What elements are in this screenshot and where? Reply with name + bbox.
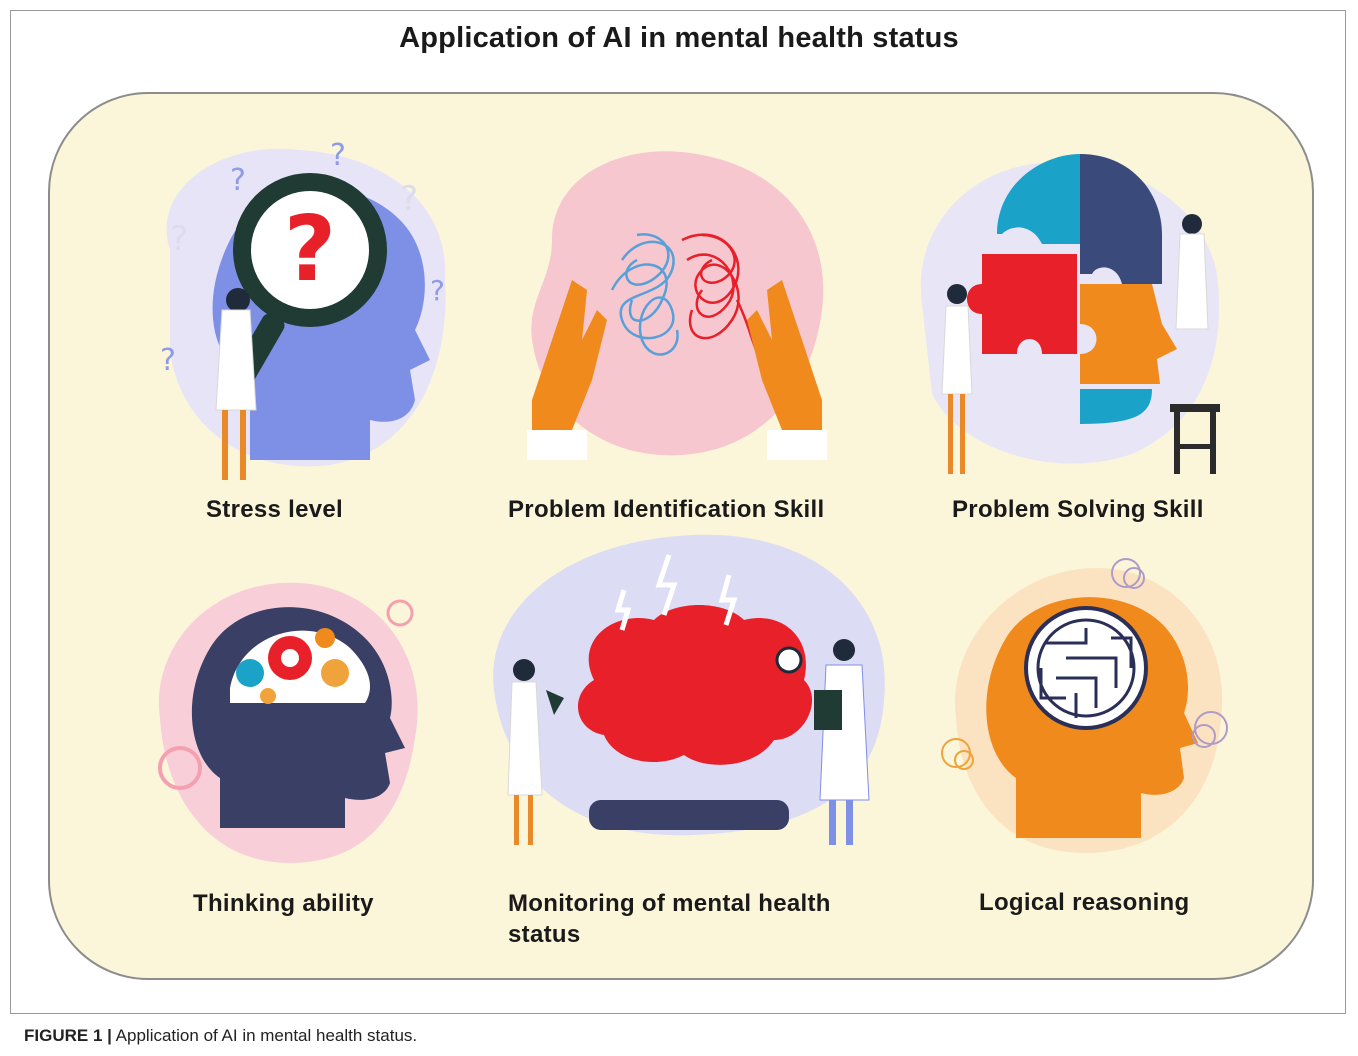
- caption-prefix: FIGURE 1 |: [24, 1026, 112, 1045]
- svg-text:?: ?: [284, 197, 336, 302]
- tangled-thread-hands-icon: [512, 140, 842, 470]
- figure-title: Application of AI in mental health statu…: [399, 22, 959, 54]
- item-label-thinking: Thinking ability: [193, 890, 374, 917]
- gears-head-icon: [150, 578, 430, 868]
- svg-text:?: ?: [330, 138, 346, 173]
- item-label-problem-solving: Problem Solving Skill: [952, 496, 1204, 523]
- svg-text:?: ?: [230, 163, 246, 198]
- brain-monitor-icon: [484, 530, 904, 860]
- item-label-problem-identification: Problem Identification Skill: [508, 496, 825, 523]
- svg-text:?: ?: [400, 179, 418, 219]
- svg-text:?: ?: [160, 343, 176, 378]
- item-label-monitoring: Monitoring of mental health status: [508, 890, 831, 948]
- item-label-logical: Logical reasoning: [979, 889, 1190, 916]
- item-label-stress: Stress level: [206, 496, 344, 523]
- svg-text:?: ?: [430, 274, 445, 307]
- magnifier-question-head-icon: ? ? ? ? ? ? ?: [130, 130, 460, 490]
- maze-head-icon: [936, 548, 1236, 868]
- svg-text:?: ?: [170, 219, 188, 259]
- figure-caption: FIGURE 1 | Application of AI in mental h…: [24, 1026, 417, 1046]
- puzzle-head-icon: [902, 134, 1232, 484]
- caption-text: Application of AI in mental health statu…: [111, 1026, 418, 1045]
